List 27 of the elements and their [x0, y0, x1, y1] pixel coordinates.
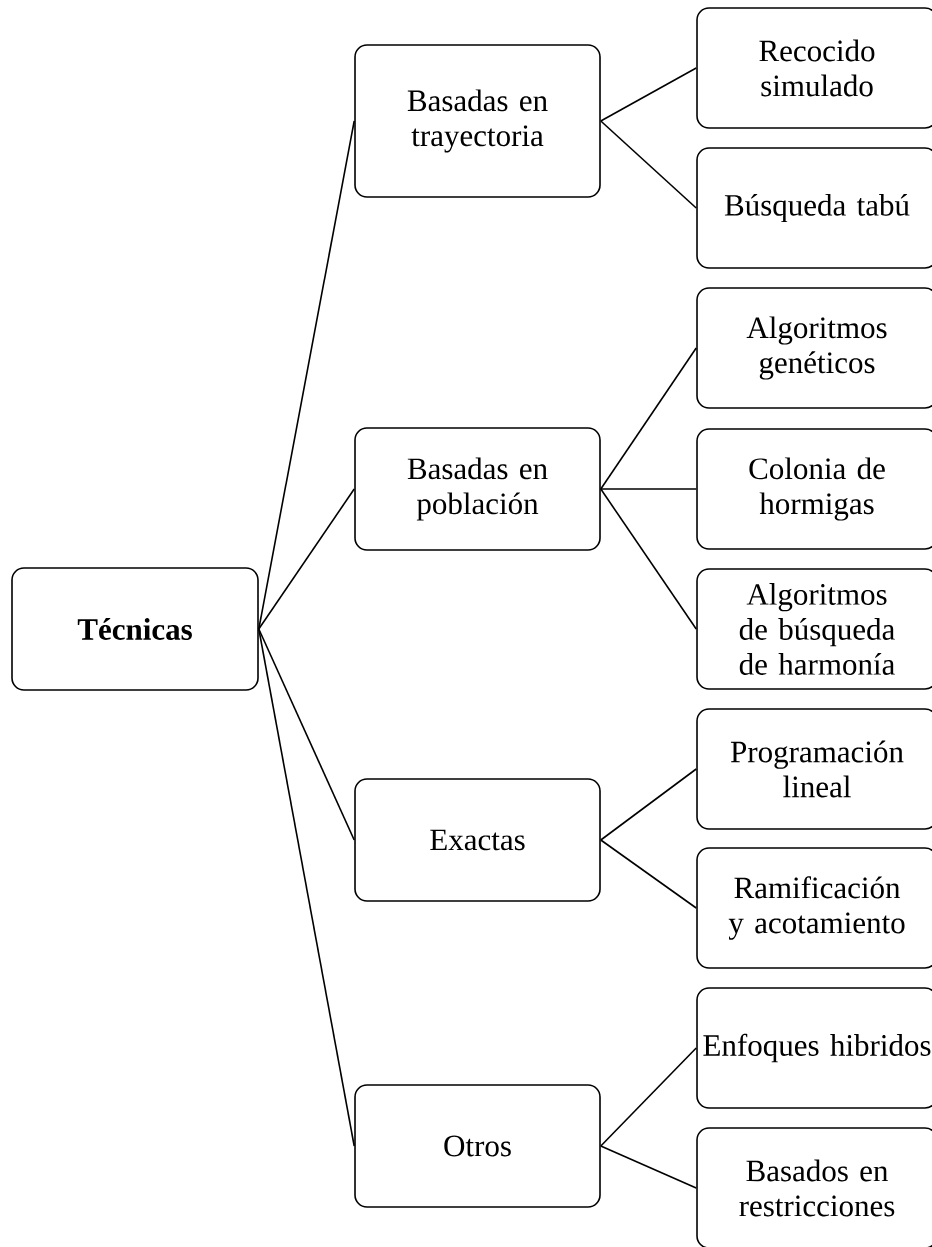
connector-line: [258, 628, 355, 1147]
connector-line: [600, 67, 697, 122]
process-box: Otros: [354, 1084, 601, 1208]
process-box: Basadas en población: [354, 427, 601, 551]
connector-line: [258, 120, 355, 630]
connector-line: [258, 488, 355, 630]
process-box: Recocido simulado: [696, 7, 932, 129]
process-box: Algoritmos de búsqueda de harmonía: [696, 568, 932, 690]
connector-line: [600, 839, 697, 909]
process-box: Enfoques hibridos: [696, 987, 932, 1109]
process-box: Ramificación y acotamiento: [696, 847, 932, 969]
process-box: Colonia de hormigas: [696, 428, 932, 550]
process-box: Programación lineal: [696, 708, 932, 830]
process-box: Búsqueda tabú: [696, 147, 932, 269]
process-box: Algoritmos genéticos: [696, 287, 932, 409]
connector-line: [600, 488, 697, 630]
connector-line: [600, 120, 697, 209]
process-box: Basadas en trayectoria: [354, 44, 601, 198]
process-box: Basados en restricciones: [696, 1127, 932, 1247]
connector-line: [600, 347, 697, 490]
connector-line: [600, 488, 697, 490]
connector-line: [600, 1145, 697, 1189]
process-box: Técnicas: [11, 567, 259, 691]
connector-line: [600, 768, 697, 841]
connector-line: [258, 628, 355, 841]
process-box: Exactas: [354, 778, 601, 902]
connector-line: [600, 1047, 697, 1147]
